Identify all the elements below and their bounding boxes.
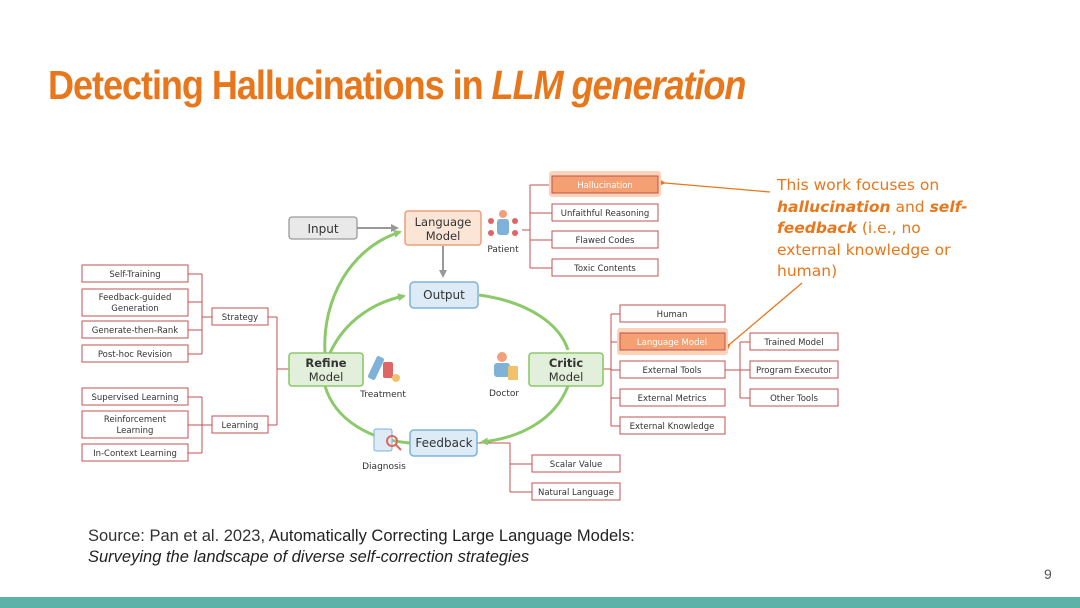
svg-text:Strategy: Strategy (222, 313, 258, 323)
svg-text:Feedback-guided: Feedback-guided (99, 293, 172, 303)
svg-text:Flawed Codes: Flawed Codes (576, 236, 635, 246)
problem-toxic-contents: Toxic Contents (551, 258, 659, 277)
treatment-label: Treatment (359, 390, 406, 400)
critic-external-metrics: External Metrics (619, 388, 726, 407)
svg-text:Learning: Learning (222, 421, 259, 431)
doctor-icon (494, 352, 518, 380)
svg-text:In-Context Learning: In-Context Learning (93, 449, 177, 459)
cycle-arrows (323, 230, 570, 446)
callout-arrow-hallucination (656, 177, 771, 193)
svg-text:Natural Language: Natural Language (538, 488, 614, 498)
svg-text:Reinforcement: Reinforcement (104, 415, 167, 425)
tool-other-tools: Other Tools (749, 388, 839, 407)
output-node: Output (409, 281, 479, 309)
page-number: 9 (1044, 566, 1052, 582)
callout-note: This work focuses on hallucination and s… (777, 175, 987, 283)
svg-text:Human: Human (657, 310, 688, 320)
tool-program-executor: Program Executor (749, 360, 839, 379)
note-line1: This work focuses on (777, 176, 940, 194)
learning-in-context: In-Context Learning (81, 443, 189, 462)
critic-human: Human (619, 304, 726, 323)
svg-text:Scalar Value: Scalar Value (550, 460, 602, 470)
patient-icon (488, 210, 518, 236)
svg-text:Program Executor: Program Executor (756, 366, 833, 376)
tree-lines (188, 184, 750, 493)
refine-model-node: Refine Model (288, 352, 364, 387)
feedback-node: Feedback (409, 429, 478, 457)
critic-language-model: Language Model (617, 328, 728, 355)
note-tail: (i.e., no external knowledge or human) (777, 219, 951, 280)
critic-external-knowledge: External Knowledge (619, 416, 726, 435)
strategy-self-training: Self-Training (81, 264, 189, 283)
svg-text:Input: Input (307, 222, 338, 236)
critic-external-tools: External Tools (619, 360, 726, 379)
diagnosis-icon (373, 428, 402, 452)
problem-hallucination: Hallucination (549, 171, 661, 197)
input-node: Input (288, 216, 358, 240)
svg-text:Model: Model (549, 370, 584, 384)
tool-trained-model: Trained Model (749, 332, 839, 351)
doctor-label: Doctor (489, 389, 519, 399)
svg-text:Trained Model: Trained Model (763, 338, 823, 348)
patient-label: Patient (487, 245, 519, 255)
svg-text:Learning: Learning (117, 426, 154, 436)
note-mid: and (890, 197, 930, 216)
svg-text:Model: Model (309, 370, 344, 384)
critic-model-node: Critic Model (528, 352, 604, 387)
svg-text:Post-hoc Revision: Post-hoc Revision (98, 350, 172, 360)
svg-text:External Tools: External Tools (643, 366, 702, 376)
feedback-natural-language: Natural Language (531, 482, 621, 501)
svg-text:External Metrics: External Metrics (638, 394, 707, 404)
diagnosis-label: Diagnosis (362, 462, 406, 472)
source-citation: Source: Pan et al. 2023, Automatically C… (88, 526, 635, 568)
svg-text:Model: Model (426, 229, 461, 243)
svg-text:Refine: Refine (305, 356, 346, 370)
svg-text:Generate-then-Rank: Generate-then-Rank (92, 326, 178, 336)
learning-supervised: Supervised Learning (81, 387, 189, 406)
strategy-box: Strategy (211, 307, 269, 326)
callout-arrow-language-model (720, 282, 803, 353)
svg-text:Self-Training: Self-Training (109, 270, 160, 280)
slide-title: Detecting Hallucinations in LLM generati… (48, 62, 747, 109)
problem-flawed-codes: Flawed Codes (551, 230, 659, 249)
svg-text:Language Model: Language Model (637, 338, 707, 348)
strategy-post-hoc-revision: Post-hoc Revision (81, 344, 189, 363)
svg-text:Hallucination: Hallucination (577, 181, 633, 191)
note-bold-self-feedback: self-feedback (777, 197, 968, 238)
treatment-icon (367, 356, 400, 382)
title-plain: Detecting Hallucinations in (48, 62, 492, 108)
strategy-generate-then-rank: Generate-then-Rank (81, 320, 189, 339)
feedback-scalar-value: Scalar Value (531, 454, 621, 473)
svg-text:External Knowledge: External Knowledge (630, 422, 715, 432)
svg-text:Output: Output (423, 288, 465, 302)
learning-box: Learning (211, 415, 269, 434)
svg-text:Generation: Generation (111, 304, 158, 314)
language-model-node: Language Model (404, 210, 482, 246)
svg-text:Critic: Critic (549, 356, 583, 370)
source-prefix: Source: Pan et al. 2023, (88, 527, 269, 545)
note-bold-hallucination: hallucination (777, 197, 891, 216)
title-italic: LLM generation (491, 62, 747, 108)
svg-text:Unfaithful Reasoning: Unfaithful Reasoning (561, 209, 649, 219)
svg-text:Feedback: Feedback (415, 436, 472, 450)
svg-text:Other Tools: Other Tools (770, 394, 818, 404)
svg-text:Language: Language (415, 215, 472, 229)
bottom-accent-bar (0, 597, 1080, 608)
svg-text:Toxic Contents: Toxic Contents (573, 264, 636, 274)
svg-text:Supervised Learning: Supervised Learning (92, 393, 179, 403)
problem-unfaithful-reasoning: Unfaithful Reasoning (551, 203, 659, 222)
source-title-line2: Surveying the landscape of diverse self-… (88, 548, 530, 566)
source-title-line1: Automatically Correcting Large Language … (268, 527, 635, 545)
strategy-feedback-guided-generation: Feedback-guided Generation (81, 288, 189, 317)
learning-reinforcement: Reinforcement Learning (81, 410, 189, 439)
